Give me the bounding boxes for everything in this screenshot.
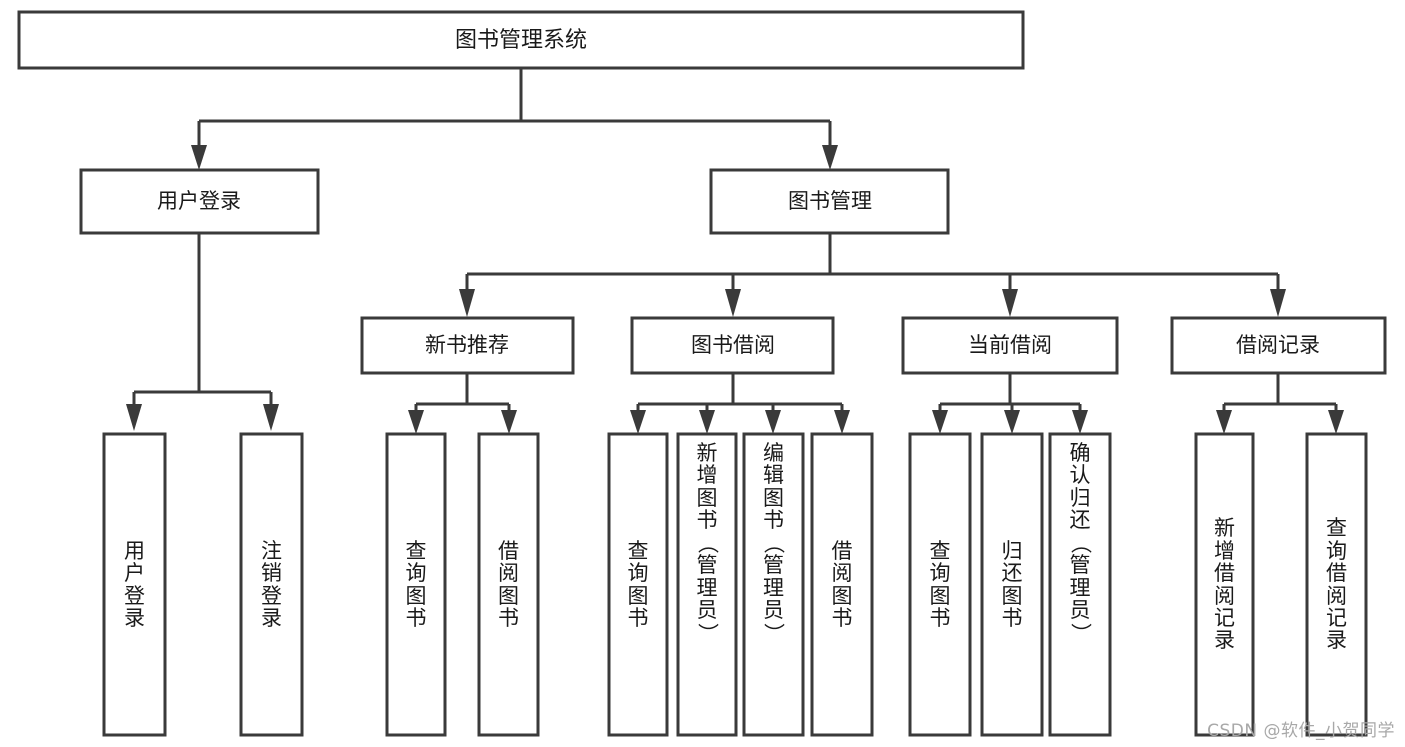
node-current-borrow[interactable]: 当前借阅	[901, 316, 1119, 375]
node-borrow-records-label: 借阅记录	[1236, 333, 1320, 357]
leaf-box-user-login[interactable]	[102, 432, 167, 737]
leaf-box-return-book[interactable]	[980, 432, 1044, 737]
arrow-head-icon-bb-1	[630, 410, 646, 434]
connector-group-borrowrecords-to-leaves	[1216, 373, 1344, 434]
node-current-borrow-box[interactable]	[901, 316, 1119, 375]
leaf-box-query-borrow-record[interactable]	[1305, 432, 1368, 737]
leaf-box-add-borrow-record[interactable]	[1194, 432, 1255, 737]
node-new-book-recommend-label: 新书推荐	[425, 333, 509, 357]
arrow-head-icon-bm-3	[1002, 289, 1018, 317]
node-borrow-records[interactable]: 借阅记录	[1170, 316, 1387, 375]
arrow-head-icon-ul-2	[263, 404, 279, 431]
node-user-login[interactable]: 用户登录	[79, 168, 320, 235]
node-book-management-label: 图书管理	[788, 189, 872, 213]
connector-group-userlogin-to-leaves	[126, 233, 279, 431]
arrow-head-icon-br-2	[1328, 410, 1344, 434]
leaf-box-confirm-return-admin[interactable]	[1048, 432, 1112, 737]
node-user-login-box[interactable]	[79, 168, 320, 235]
node-root-label: 图书管理系统	[455, 28, 587, 53]
node-book-management[interactable]: 图书管理	[709, 168, 950, 235]
leaf-box-query-book-bb[interactable]	[607, 432, 669, 737]
node-new-book-recommend[interactable]: 新书推荐	[360, 316, 575, 375]
node-book-management-box[interactable]	[709, 168, 950, 235]
arrow-head-icon-bm-1	[459, 289, 475, 317]
node-current-borrow-label: 当前借阅	[968, 333, 1052, 357]
arrow-head-icon-root-2	[822, 145, 838, 170]
arrow-head-icon-cb-2	[1004, 410, 1020, 434]
arrow-head-icon-bb-4	[834, 410, 850, 434]
leaf-box-edit-book-admin[interactable]	[742, 432, 805, 737]
arrow-head-icon-bm-4	[1270, 289, 1286, 317]
leaf-box-borrow-book-nb[interactable]	[477, 432, 540, 737]
connector-group-bookmgmt-to-level3	[459, 233, 1286, 317]
node-book-borrow-label: 图书借阅	[691, 333, 775, 357]
arrow-head-icon-ul-1	[126, 404, 142, 431]
leaf-box-query-book-cb[interactable]	[908, 432, 972, 737]
node-new-book-recommend-box[interactable]	[360, 316, 575, 375]
connector-group-root-to-level2	[191, 68, 838, 170]
arrow-head-icon-nb-2	[501, 410, 517, 434]
connector-group-newbook-to-leaves	[408, 373, 517, 434]
arrow-head-icon-bm-2	[725, 289, 741, 317]
node-book-borrow-box[interactable]	[630, 316, 835, 375]
arrow-head-icon-cb-3	[1072, 410, 1088, 434]
leaf-box-borrow-book-bb[interactable]	[810, 432, 874, 737]
arrow-head-icon-root-1	[191, 145, 207, 170]
arrow-head-icon-bb-3	[765, 410, 781, 434]
node-root[interactable]: 图书管理系统	[17, 10, 1025, 70]
node-user-login-label: 用户登录	[157, 189, 241, 213]
arrow-head-icon-bb-2	[699, 410, 715, 434]
leaf-box-logout[interactable]	[239, 432, 304, 737]
node-root-box[interactable]	[17, 10, 1025, 70]
node-book-borrow[interactable]: 图书借阅	[630, 316, 835, 375]
node-borrow-records-box[interactable]	[1170, 316, 1387, 375]
arrow-head-icon-nb-1	[408, 410, 424, 434]
arrow-head-icon-cb-1	[932, 410, 948, 434]
csdn-watermark: CSDN @软件_小贺同学	[1207, 721, 1395, 741]
arrow-head-icon-br-1	[1216, 410, 1232, 434]
connector-group-bookborrow-to-leaves	[630, 373, 850, 434]
leaf-box-query-book-nb[interactable]	[385, 432, 447, 737]
leaf-box-add-book-admin[interactable]	[676, 432, 738, 737]
connector-group-currentborrow-to-leaves	[932, 373, 1088, 434]
